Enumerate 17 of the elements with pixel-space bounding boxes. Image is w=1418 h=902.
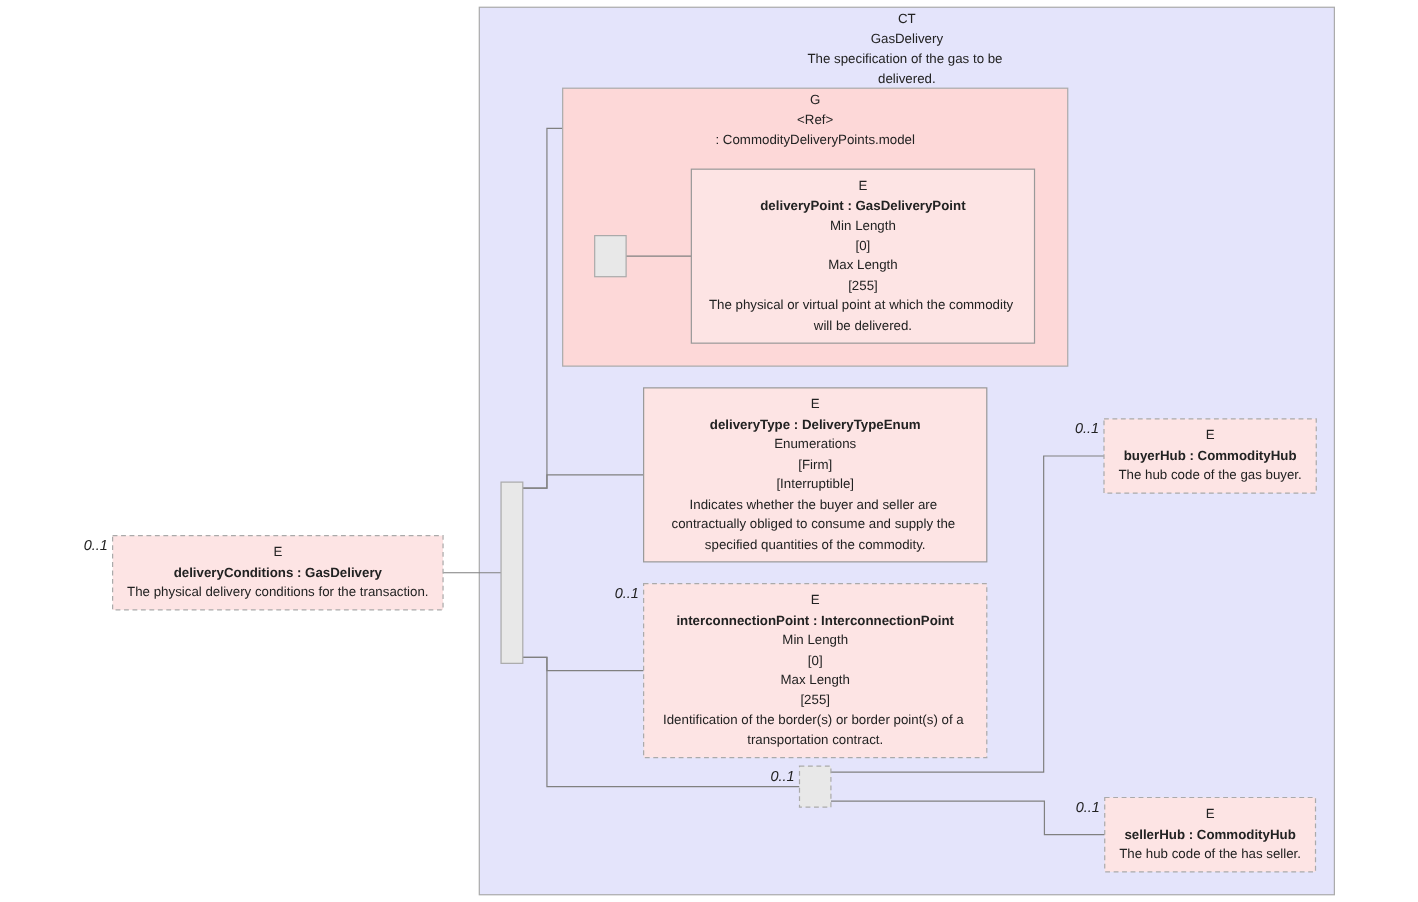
node-box [1104, 796, 1317, 873]
connector [440, 572, 502, 574]
connector [830, 800, 1106, 836]
node-box [643, 583, 988, 759]
cluster [562, 87, 1069, 367]
connector [522, 127, 564, 489]
node-box [690, 168, 1036, 344]
node-box [798, 765, 832, 808]
cluster [478, 6, 1335, 896]
node-box [1103, 418, 1317, 494]
node-box [643, 387, 988, 563]
node-box [112, 534, 444, 611]
connector [625, 255, 692, 257]
node-box [594, 235, 627, 278]
connector [830, 455, 1105, 773]
connector [522, 656, 801, 788]
node-bar [500, 481, 524, 664]
